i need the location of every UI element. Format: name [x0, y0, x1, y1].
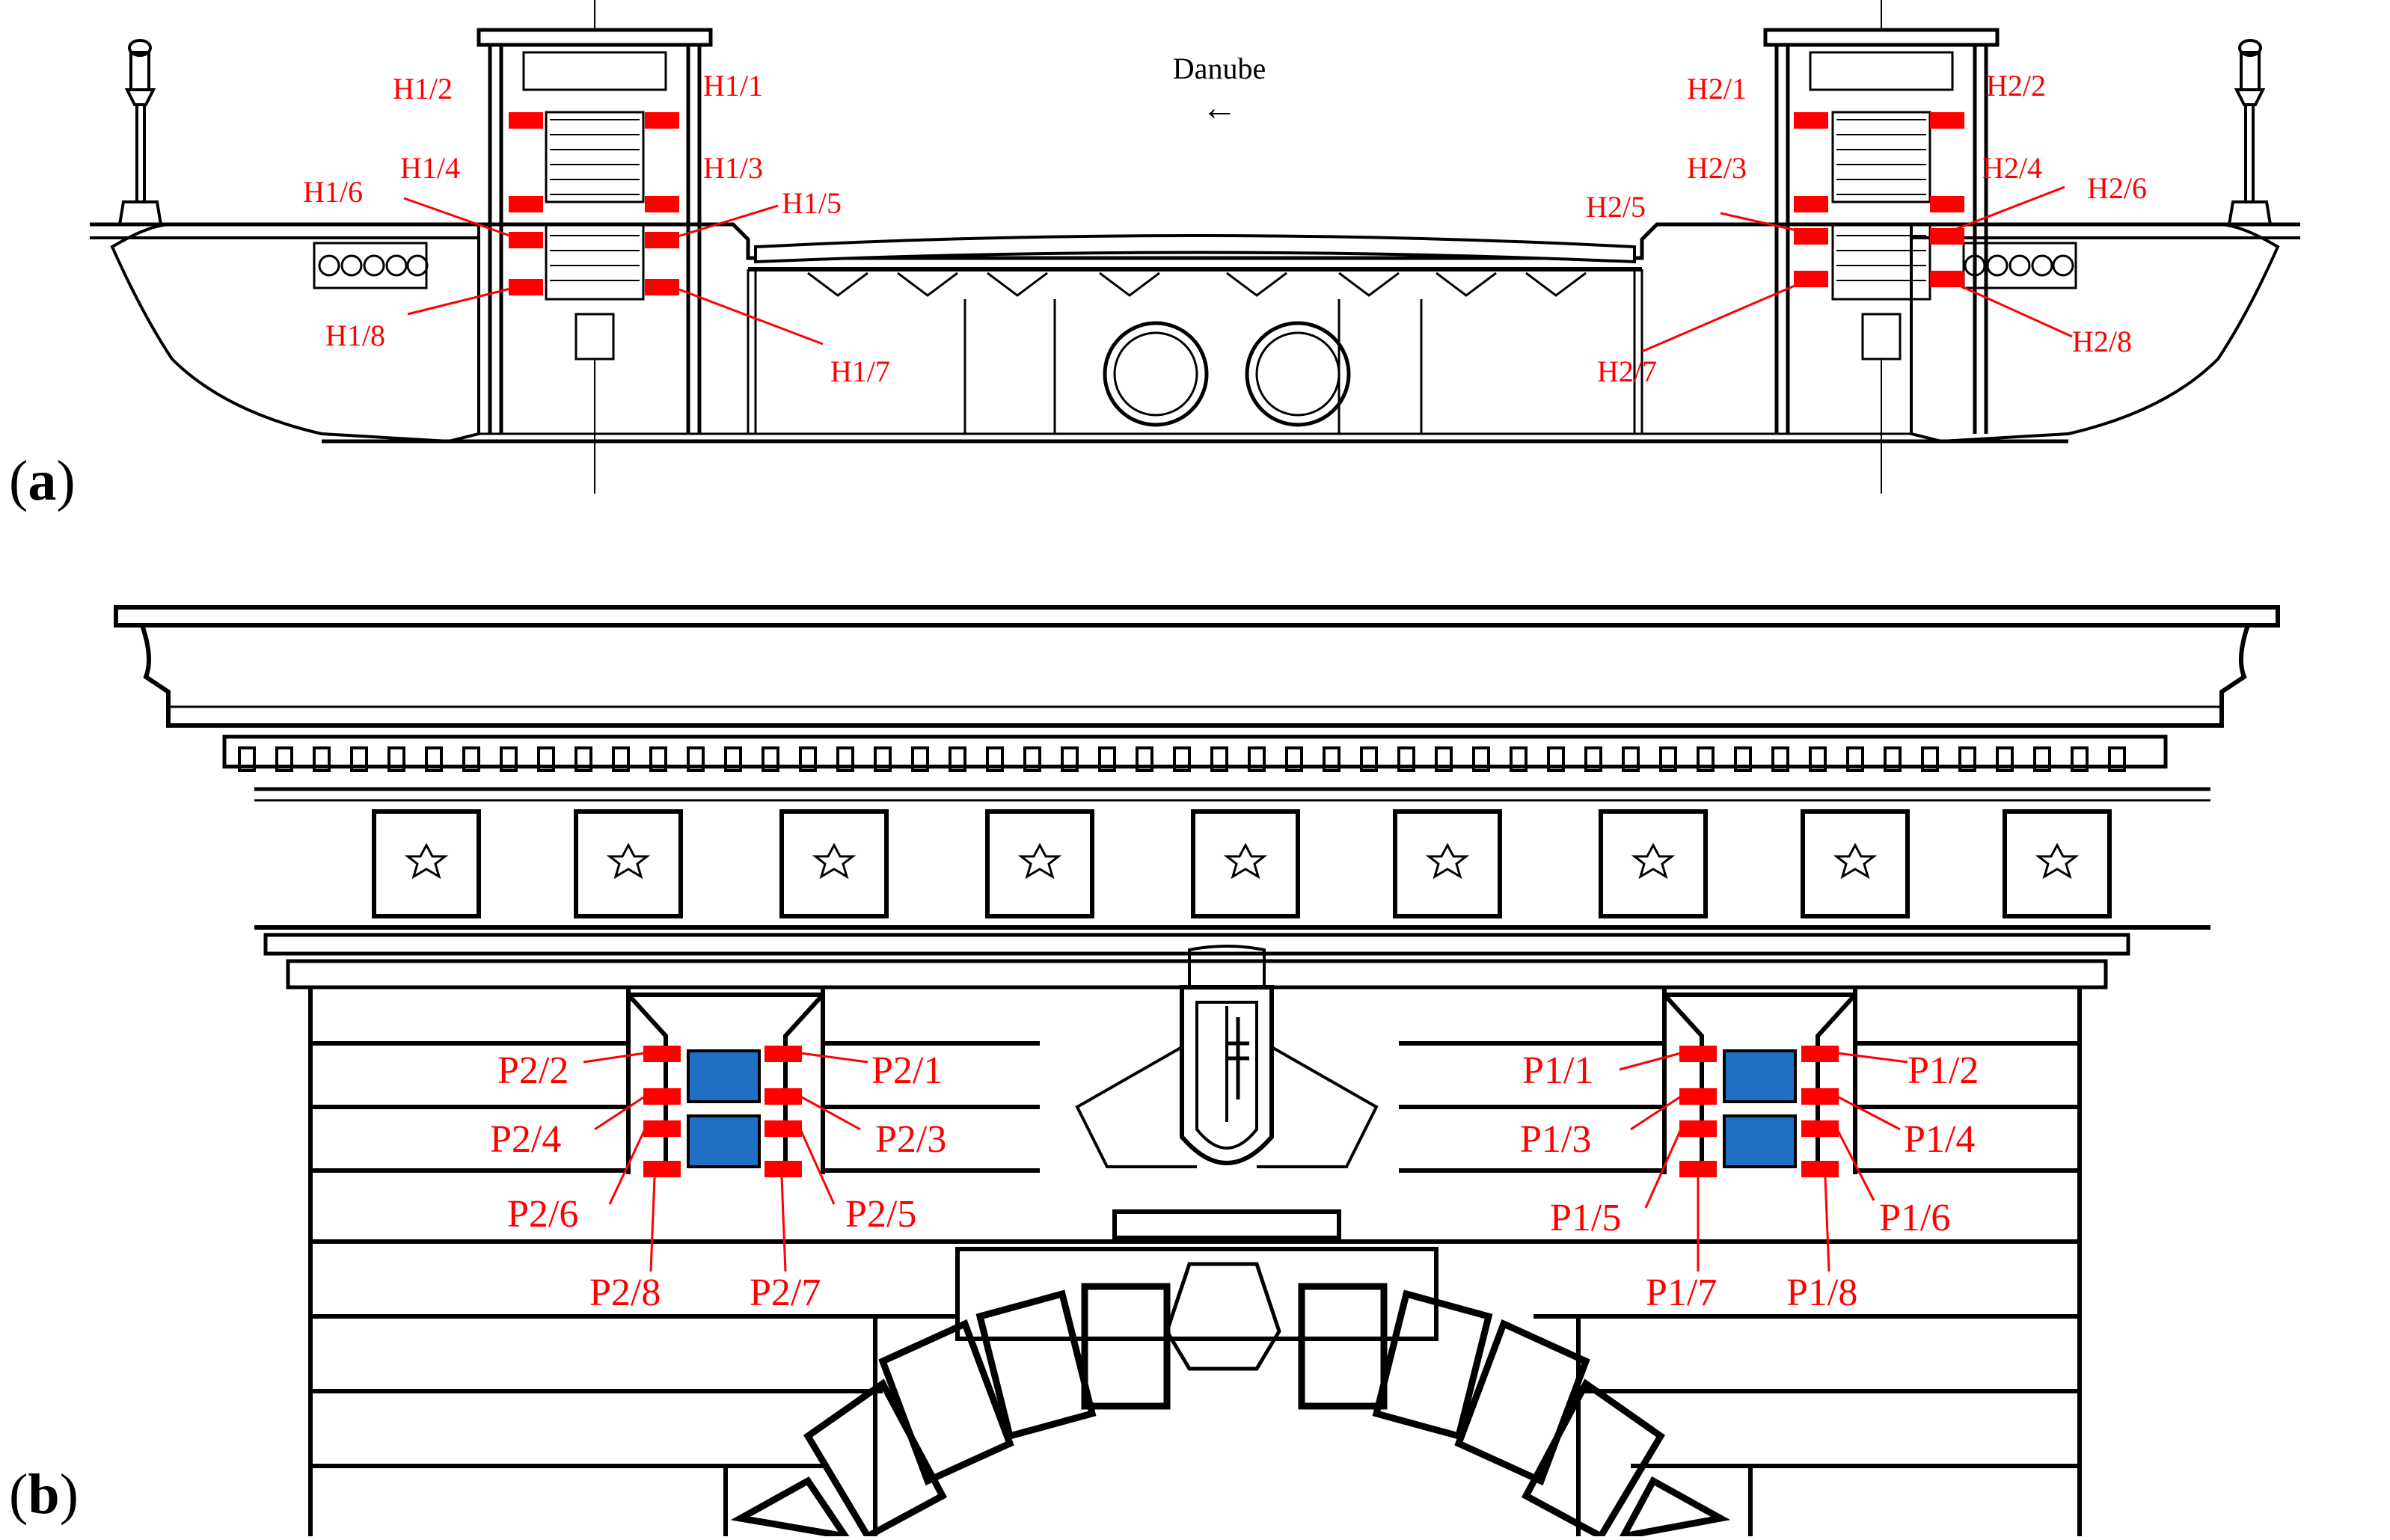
masonry-courses: [310, 1041, 2080, 1536]
sensor-h1-3-mark: [645, 196, 679, 212]
deck-slab: [754, 234, 1636, 264]
sensor-p1-3-mark: [1679, 1088, 1717, 1105]
sensor-p2-1-mark: [765, 1046, 802, 1062]
coat-of-arms: [1075, 945, 1379, 1240]
sensor-h1-6-mark: [509, 232, 543, 248]
window-pane-right-lower: [1723, 1114, 1797, 1168]
label-h2-4: H2/4: [1982, 151, 2042, 185]
facade-drawing: [114, 605, 2280, 1540]
dentils: [238, 746, 2126, 772]
label-h1-1: H1/1: [703, 69, 763, 102]
bridge-sensors: [509, 112, 1964, 295]
window-pane-left-lower: [687, 1114, 761, 1168]
window-pane-right-upper: [1723, 1049, 1797, 1103]
sensor-p2-2-mark: [643, 1046, 681, 1062]
sensor-h1-7-mark: [645, 279, 679, 295]
label-p1-5: P1/5: [1550, 1197, 1621, 1239]
sensor-p2-4-mark: [643, 1088, 681, 1105]
bridge-leaders: [403, 185, 2073, 353]
label-h2-8: H2/8: [2072, 325, 2132, 358]
pipes: [1103, 321, 1351, 427]
label-h2-3: H2/3: [1687, 151, 1747, 185]
railing-left: [313, 242, 429, 289]
label-h1-7: H1/7: [830, 355, 890, 388]
facade-leaders: [583, 1052, 1908, 1272]
sensor-h2-1-mark: [1794, 112, 1828, 129]
sensor-h2-3-mark: [1794, 196, 1828, 212]
label-p1-2: P1/2: [1908, 1049, 1979, 1092]
sensor-h2-2-mark: [1930, 112, 1964, 129]
label-p2-2: P2/2: [497, 1049, 569, 1092]
label-p1-8: P1/8: [1786, 1271, 1857, 1314]
label-p2-1: P2/1: [871, 1049, 943, 1092]
label-p1-3: P1/3: [1520, 1118, 1591, 1161]
label-p2-4: P2/4: [490, 1118, 561, 1161]
sensor-h1-4-mark: [509, 196, 543, 212]
label-h2-5: H2/5: [1586, 190, 1646, 224]
frieze: [372, 809, 2112, 918]
label-h1-6: H1/6: [303, 175, 363, 209]
panel-label-a: (a): [9, 450, 76, 512]
label-p1-7: P1/7: [1646, 1271, 1717, 1314]
sensor-p2-3-mark: [765, 1088, 802, 1105]
bridge-sensor-labels: H1/2 H1/1 H1/4 H1/3 H1/6 H1/5 H1/8 H1/7 …: [303, 69, 2147, 388]
label-h2-1: H2/1: [1687, 72, 1747, 105]
panel-label-b: (b): [9, 1463, 79, 1526]
tower-right: [1763, 0, 2000, 494]
label-p2-5: P2/5: [845, 1193, 916, 1236]
sensor-h1-2-mark: [509, 112, 543, 129]
sensor-p1-8-mark: [1801, 1161, 1839, 1177]
sensor-p2-5-mark: [765, 1120, 802, 1137]
frieze-stars: [404, 842, 2080, 880]
sensor-p1-5-mark: [1679, 1120, 1717, 1137]
facade-sensors: [643, 1046, 1839, 1177]
top-beam: [90, 222, 2300, 260]
label-h2-7: H2/7: [1597, 355, 1657, 388]
label-h2-6: H2/6: [2087, 171, 2147, 205]
window-panes: [687, 1049, 1797, 1168]
label-p2-8: P2/8: [589, 1271, 661, 1314]
cornice-top: [114, 605, 2280, 628]
river-label: Danube: [1173, 52, 1266, 85]
label-p1-4: P1/4: [1904, 1118, 1975, 1161]
label-h1-2: H1/2: [393, 72, 453, 105]
sensor-h1-5-mark: [645, 232, 679, 248]
label-h1-5: H1/5: [782, 186, 842, 220]
sensor-p2-6-mark: [643, 1120, 681, 1137]
flow-arrow: ←: [1201, 88, 1237, 128]
facade-sensor-labels: P2/2 P2/1 P2/4 P2/3 P2/6 P2/5 P2/8 P2/7 …: [490, 1049, 1979, 1314]
sensor-p2-8-mark: [643, 1161, 681, 1177]
tower-left: [477, 0, 713, 494]
sensor-p1-7-mark: [1679, 1161, 1717, 1177]
arch-stones: [730, 1247, 1731, 1540]
label-p2-3: P2/3: [875, 1118, 946, 1161]
sensor-p1-4-mark: [1801, 1088, 1839, 1105]
label-p2-6: P2/6: [507, 1193, 578, 1236]
label-h1-8: H1/8: [325, 319, 385, 352]
label-h2-2: H2/2: [1986, 69, 2046, 102]
lamp-post-right: [2227, 39, 2273, 226]
floor-beams: [747, 269, 1643, 434]
sensor-h2-6-mark: [1930, 228, 1964, 245]
lamp-post-left: [117, 39, 163, 226]
window-pane-left-upper: [687, 1049, 761, 1103]
label-h1-3: H1/3: [703, 151, 763, 185]
label-h1-4: H1/4: [400, 151, 460, 185]
label-p1-6: P1/6: [1879, 1197, 1950, 1239]
sensor-h2-4-mark: [1930, 196, 1964, 212]
sensor-p2-7-mark: [765, 1161, 802, 1177]
bridge-cross-section: [90, 0, 2300, 494]
sensor-p1-2-mark: [1801, 1046, 1839, 1062]
sensor-p1-1-mark: [1679, 1046, 1717, 1062]
label-p1-1: P1/1: [1522, 1049, 1593, 1092]
window-frame-left: [626, 987, 825, 1174]
railing-right: [1962, 242, 2077, 289]
sensor-h1-8-mark: [509, 279, 543, 295]
sensor-p1-6-mark: [1801, 1120, 1839, 1137]
label-p2-7: P2/7: [750, 1271, 821, 1314]
sensor-h1-1-mark: [645, 112, 679, 129]
